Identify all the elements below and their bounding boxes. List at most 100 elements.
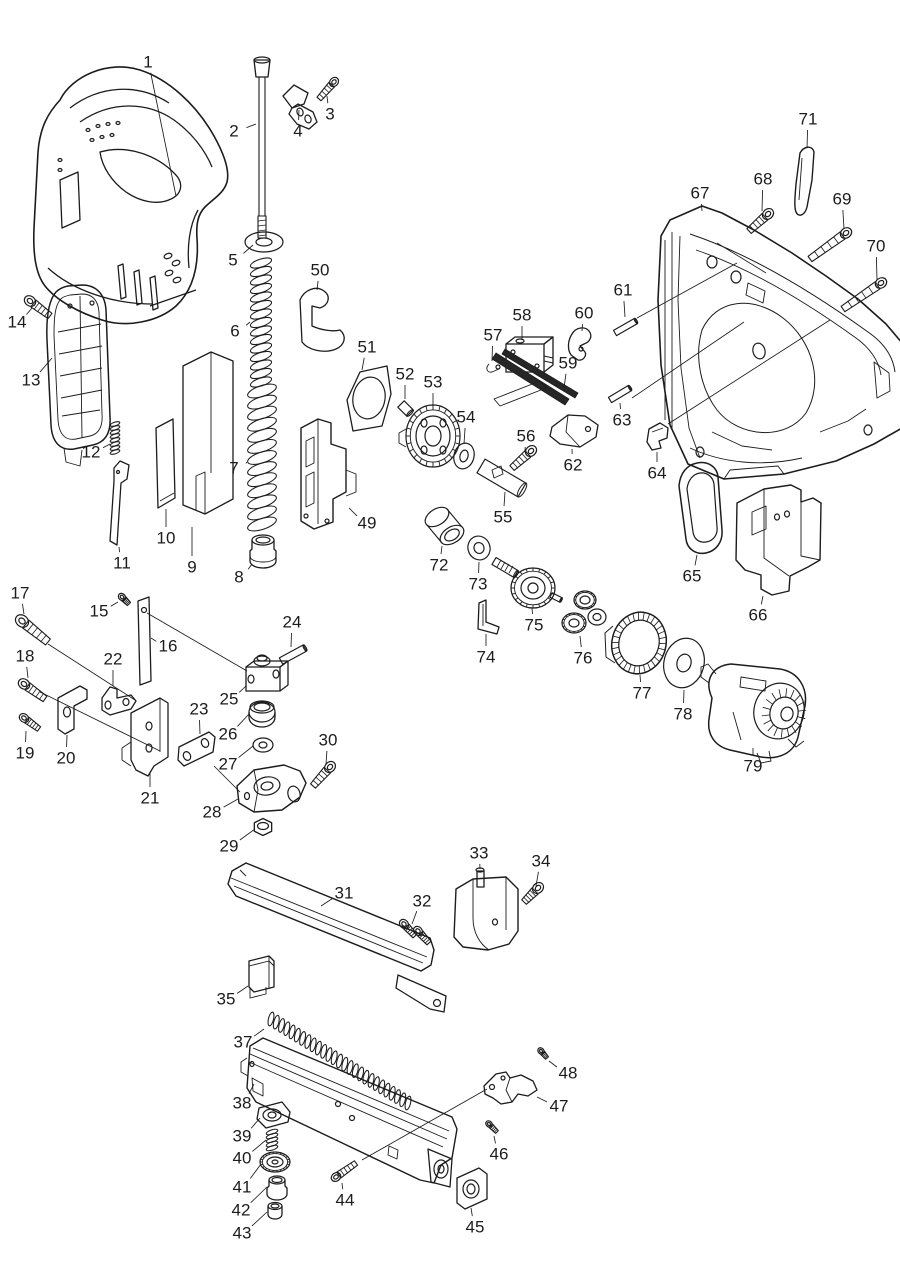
part-number-label: 3 (325, 105, 334, 124)
leader-line (842, 209, 845, 230)
part-10-drawing (155, 418, 176, 509)
part-39-callout: 39 (233, 1117, 261, 1146)
part-16-drawing (137, 596, 152, 686)
part-3-callout: 3 (325, 95, 335, 124)
part-39-drawing (256, 1101, 291, 1129)
part-11-callout: 11 (113, 546, 131, 573)
part-50-drawing (299, 287, 345, 352)
part-25-callout: 25 (220, 685, 247, 709)
part-number-label: 73 (469, 575, 488, 594)
part-78-drawing (663, 637, 705, 689)
part-11-drawing (109, 460, 130, 546)
part-32-drawing (398, 918, 432, 946)
part-number-label: 79 (744, 757, 763, 776)
part-number-label: 5 (228, 251, 237, 270)
assembly-line (146, 612, 248, 672)
part-63-drawing (607, 384, 633, 404)
leader-line (341, 1182, 344, 1190)
part-number-label: 48 (559, 1064, 578, 1083)
part-5-callout: 5 (228, 244, 254, 270)
part-47-callout: 47 (536, 1096, 568, 1116)
part-73-drawing (467, 535, 491, 561)
leader-line (581, 323, 583, 332)
leader-line (245, 321, 251, 326)
part-33-drawing (453, 867, 519, 951)
part-34-callout: 34 (532, 852, 550, 887)
part-number-label: 40 (233, 1149, 252, 1168)
part-17-drawing (14, 614, 51, 646)
leader-line (249, 1163, 262, 1179)
part-number-label: 19 (16, 744, 35, 763)
part-7-drawing (247, 383, 277, 532)
part-2-callout: 2 (229, 122, 257, 141)
leader-line (639, 674, 641, 683)
leader-line (411, 910, 418, 925)
part-26-callout: 26 (219, 713, 250, 744)
leader-line (236, 985, 249, 994)
assembly-line (39, 691, 161, 752)
part-43-callout: 43 (233, 1211, 268, 1243)
part-70-callout: 70 (867, 237, 886, 281)
part-30-drawing (310, 760, 337, 789)
part-6-drawing (249, 257, 273, 388)
part-48-drawing (537, 1047, 549, 1060)
part-number-label: 6 (230, 322, 239, 341)
part-19-drawing (18, 712, 42, 732)
assembly-line (361, 1088, 488, 1161)
part-17-callout: 17 (11, 584, 29, 615)
part-number-label: 56 (517, 427, 536, 446)
part-46-drawing (485, 1120, 499, 1134)
leader-line (26, 307, 33, 315)
part-13-drawing (46, 284, 111, 467)
leader-line (536, 1096, 548, 1103)
part-54-callout: 54 (457, 408, 475, 445)
part-number-label: 69 (833, 190, 852, 209)
part-66-drawing (735, 484, 822, 596)
part-72-drawing (424, 506, 465, 546)
part-77-callout: 77 (633, 674, 651, 703)
part-number-label: 16 (159, 637, 178, 656)
part-31-callout: 31 (320, 884, 353, 907)
part-16-callout: 16 (150, 637, 178, 656)
part-71-callout: 71 (799, 110, 817, 149)
part-10-callout: 10 (157, 509, 176, 548)
part-number-label: 58 (513, 306, 532, 325)
part-26-drawing (248, 700, 276, 728)
part-number-label: 26 (219, 725, 238, 744)
part-number-label: 9 (187, 558, 196, 577)
part-35-callout: 35 (217, 985, 249, 1009)
part-number-label: 38 (233, 1094, 252, 1113)
part-number-label: 61 (614, 281, 633, 300)
part-38-drawing (240, 1037, 458, 1188)
part-number-label: 10 (157, 529, 176, 548)
leader-line (701, 203, 703, 212)
part-29-drawing (253, 817, 273, 837)
part-56-drawing (509, 444, 538, 471)
part-1-callout: 1 (143, 53, 177, 197)
part-33-callout: 33 (470, 844, 488, 870)
leader-line (694, 554, 698, 566)
assembly-line (213, 765, 241, 793)
part-47-drawing (483, 1071, 538, 1105)
part-number-label: 30 (319, 731, 338, 750)
part-15-drawing (117, 592, 132, 607)
part-number-label: 57 (484, 326, 503, 345)
part-62-drawing (549, 414, 599, 448)
part-40-drawing (265, 1128, 279, 1152)
leader-line (246, 123, 257, 129)
part-9-drawing (182, 351, 234, 515)
part-65-callout: 65 (683, 554, 701, 586)
part-8-drawing (249, 534, 277, 569)
leader-line (623, 300, 626, 318)
part-number-label: 63 (613, 411, 632, 430)
part-number-label: 23 (190, 700, 209, 719)
part-49-drawing (300, 418, 357, 530)
part-number-label: 35 (217, 990, 236, 1009)
leader-line (253, 1028, 265, 1037)
part-number-label: 70 (867, 237, 886, 256)
part-number-label: 49 (358, 514, 377, 533)
assembly-line (47, 643, 136, 701)
part-number-label: 44 (336, 1191, 355, 1210)
